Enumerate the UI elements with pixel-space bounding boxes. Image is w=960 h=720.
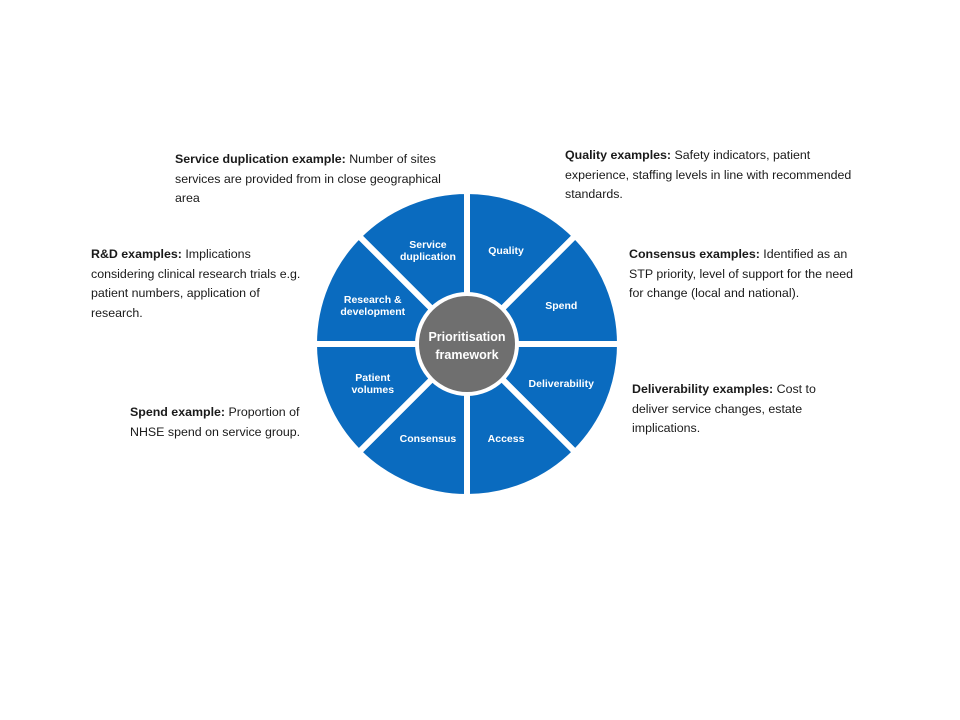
segment-label-quality: Quality (488, 245, 524, 257)
segment-label-deliverability: Deliverability (529, 378, 595, 390)
deliverability-note: Deliverability examples: Cost to deliver… (632, 380, 832, 439)
rd-note-text: Implications considering clinical resear… (91, 247, 301, 320)
segment-label-patient-volumes-2: volumes (351, 384, 394, 396)
segment-label-spend: Spend (545, 300, 577, 312)
segment-label-consensus: Consensus (400, 433, 457, 445)
segment-label-research-development-1: Research & (344, 294, 402, 306)
center-label-line2: framework (435, 348, 498, 362)
quality-note-text: Safety indicators, patient experience, s… (565, 148, 852, 201)
consensus-note-heading: Consensus examples: (629, 247, 760, 261)
segment-label-patient-volumes-1: Patient (355, 372, 391, 384)
service-duplication-note-text: Number of sites services are provided fr… (175, 152, 441, 205)
consensus-note-text: Identified as an STP priority, level of … (629, 247, 854, 300)
deliverability-note-text: Cost to deliver service changes, estate … (632, 382, 816, 435)
segment-label-access: Access (488, 433, 525, 445)
center-label-line1: Prioritisation (428, 330, 505, 344)
spend-note: Spend example: Proportion of NHSE spend … (130, 403, 310, 442)
consensus-note: Consensus examples: Identified as an STP… (629, 245, 854, 304)
deliverability-note-heading: Deliverability examples: (632, 382, 774, 396)
service-duplication-note-heading: Service duplication example: (175, 152, 346, 166)
quality-note-heading: Quality examples: (565, 148, 672, 162)
service-duplication-note: Service duplication example: Number of s… (175, 150, 457, 209)
spend-note-text: Proportion of NHSE spend on service grou… (130, 405, 301, 439)
spend-note-heading: Spend example: (130, 405, 226, 419)
quality-note: Quality examples: Safety indicators, pat… (565, 146, 870, 205)
center-circle (419, 296, 515, 392)
segment-label-service-duplication-1: Service (409, 239, 447, 251)
segment-label-research-development-2: development (340, 306, 405, 318)
segment-label-service-duplication-2: duplication (400, 251, 456, 263)
rd-note-heading: R&D examples: (91, 247, 182, 261)
rd-note: R&D examples: Implications considering c… (91, 245, 313, 323)
